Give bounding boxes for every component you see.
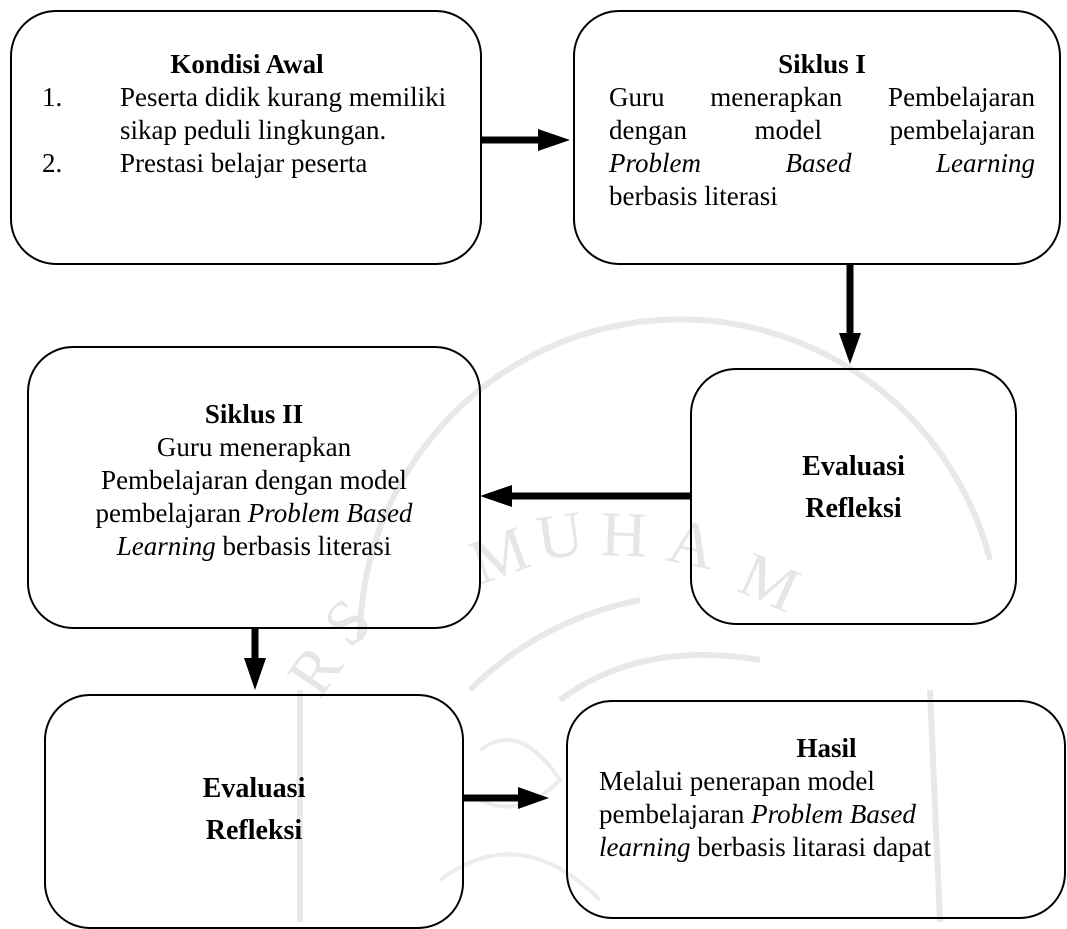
evaluasi-2-label: Evaluasi xyxy=(202,773,306,804)
hasil-box: Hasil Melalui penerapan model pembelajar… xyxy=(566,700,1066,919)
refleksi-2-label: Refleksi xyxy=(205,815,303,846)
evaluasi-1-label: Evaluasi xyxy=(802,451,905,482)
siklus-2-line2: Pembelajaran dengan model xyxy=(101,465,407,495)
siklus-1-title: Siklus I xyxy=(778,49,866,79)
hasil-line1: Melalui penerapan model xyxy=(599,766,875,796)
siklus-2-line1: Guru menerapkan xyxy=(156,432,352,462)
evaluasi-refleksi-2-box: Evaluasi Refleksi xyxy=(44,694,464,929)
siklus-1-line4: berbasis literasi xyxy=(609,181,778,211)
kondisi-awal-list: 1. Peserta didik kurang memiliki sikap p… xyxy=(32,81,462,180)
siklus-2-title: Siklus II xyxy=(204,399,304,429)
siklus-1-italic: Problem Based Learning xyxy=(609,148,1035,178)
arrow-kondisi-to-siklus1 xyxy=(481,129,570,151)
hasil-title: Hasil xyxy=(796,733,857,763)
siklus-1-line2: dengan model pembelajaran xyxy=(609,115,1035,145)
arrow-evaluasi1-to-siklus2 xyxy=(480,485,690,507)
kondisi-awal-title: Kondisi Awal xyxy=(170,49,324,79)
siklus-2-box: Siklus II Guru menerapkan Pembelajaran d… xyxy=(27,346,481,629)
hasil-line3: learning berbasis litarasi dapat xyxy=(599,832,932,862)
arrow-evaluasi2-to-hasil xyxy=(464,787,549,809)
list-item: 2. Prestasi belajar peserta xyxy=(42,148,368,178)
arrow-siklus2-to-evaluasi2 xyxy=(244,628,266,690)
siklus-1-box: Siklus I Guru menerapkan Pembelajaran de… xyxy=(573,10,1061,265)
siklus-2-line3: pembelajaran Problem Based xyxy=(95,498,413,528)
kondisi-awal-box: Kondisi Awal 1. Peserta didik kurang mem… xyxy=(10,10,482,265)
arrow-siklus1-to-evaluasi1 xyxy=(839,263,861,364)
list-item: 1. Peserta didik kurang memiliki sikap p… xyxy=(42,82,447,145)
siklus-1-line1: Guru menerapkan Pembelajaran xyxy=(609,82,1035,112)
refleksi-1-label: Refleksi xyxy=(805,493,902,524)
siklus-2-line4: Learning berbasis literasi xyxy=(116,531,392,561)
hasil-line2: pembelajaran Problem Based xyxy=(599,799,916,829)
evaluasi-refleksi-1-box: Evaluasi Refleksi xyxy=(690,368,1017,625)
